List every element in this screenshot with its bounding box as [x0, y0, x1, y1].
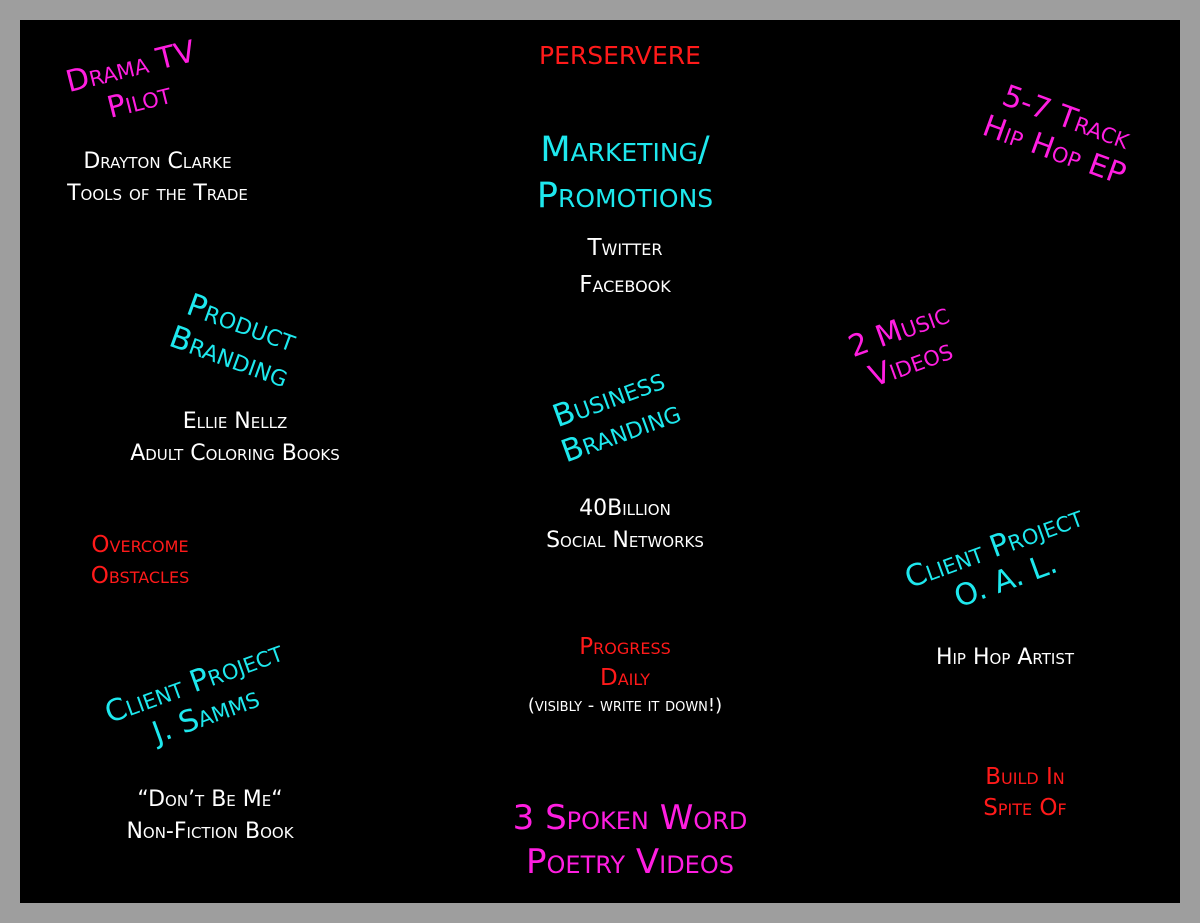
marketing-line1: Marketing/ — [540, 130, 710, 170]
hiphop-ep-heading: 5-7 Track Hip Hop EP — [950, 66, 1171, 203]
client-project-oal-heading: Client Project O. A. L. — [871, 489, 1130, 639]
progress-line1: Progress — [579, 634, 671, 660]
drama-tv-detail-line2: Tools of the Trade — [67, 180, 248, 206]
business-detail-line1: 40Billion — [579, 496, 671, 521]
client-samms-detail-line2: Non-Fiction Book — [126, 818, 294, 844]
client-oal-detail-line1: Hip Hop Artist — [935, 645, 1075, 670]
marketing-detail-line2: Facebook — [579, 271, 671, 298]
persevere-line1: PERSERVERE — [539, 41, 701, 70]
persevere-text: PERSERVERE — [510, 41, 730, 71]
overcome-line1: Overcome — [91, 532, 189, 558]
marketing-line2: Promotions — [536, 175, 714, 216]
client-oal-details: Hip Hop Artist — [900, 645, 1110, 670]
vision-board: PERSERVERE Drama TV Pilot Drayton Clarke… — [20, 20, 1180, 903]
marketing-detail-line1: Twitter — [587, 235, 663, 261]
spoken-word-heading: 3 Spoken Word Poetry Videos — [485, 796, 775, 884]
product-detail-line2: Adult Coloring Books — [130, 440, 340, 466]
build-line1: Build In — [985, 764, 1065, 790]
product-branding-details: Ellie Nellz Adult Coloring Books — [95, 406, 375, 470]
progress-line2: Daily — [600, 665, 650, 692]
business-detail-line2: Social Networks — [546, 527, 704, 553]
drama-tv-details: Drayton Clarke Tools of the Trade — [30, 146, 285, 210]
build-in-spite-of-text: Build In Spite Of — [945, 762, 1105, 824]
client-samms-details: “Don’t Be Me“ Non-Fiction Book — [95, 784, 325, 848]
product-branding-heading: Product Branding — [134, 275, 337, 407]
progress-daily-text: Progress Daily (visibly - write it down!… — [505, 632, 745, 718]
spoken-word-line2: Poetry Videos — [526, 842, 734, 883]
marketing-details: Twitter Facebook — [525, 230, 725, 304]
spoken-word-line1: 3 Spoken Word — [512, 798, 748, 838]
drama-tv-detail-line1: Drayton Clarke — [83, 149, 232, 174]
business-branding-details: 40Billion Social Networks — [500, 493, 750, 557]
drama-tv-pilot-heading: Drama TV Pilot — [30, 27, 241, 142]
marketing-promotions-heading: Marketing/ Promotions — [495, 128, 755, 219]
music-videos-heading: 2 Music Videos — [823, 289, 988, 405]
business-branding-heading: Business Branding — [523, 353, 707, 478]
overcome-obstacles-text: Overcome Obstacles — [60, 530, 220, 592]
client-samms-detail-line1: “Don’t Be Me“ — [137, 787, 283, 812]
overcome-line2: Obstacles — [90, 563, 190, 590]
progress-line3: (visibly - write it down!) — [527, 695, 723, 717]
build-line2: Spite Of — [983, 795, 1067, 822]
product-detail-line1: Ellie Nellz — [182, 409, 288, 434]
client-project-samms-heading: Client Project J. Samms — [71, 624, 330, 774]
